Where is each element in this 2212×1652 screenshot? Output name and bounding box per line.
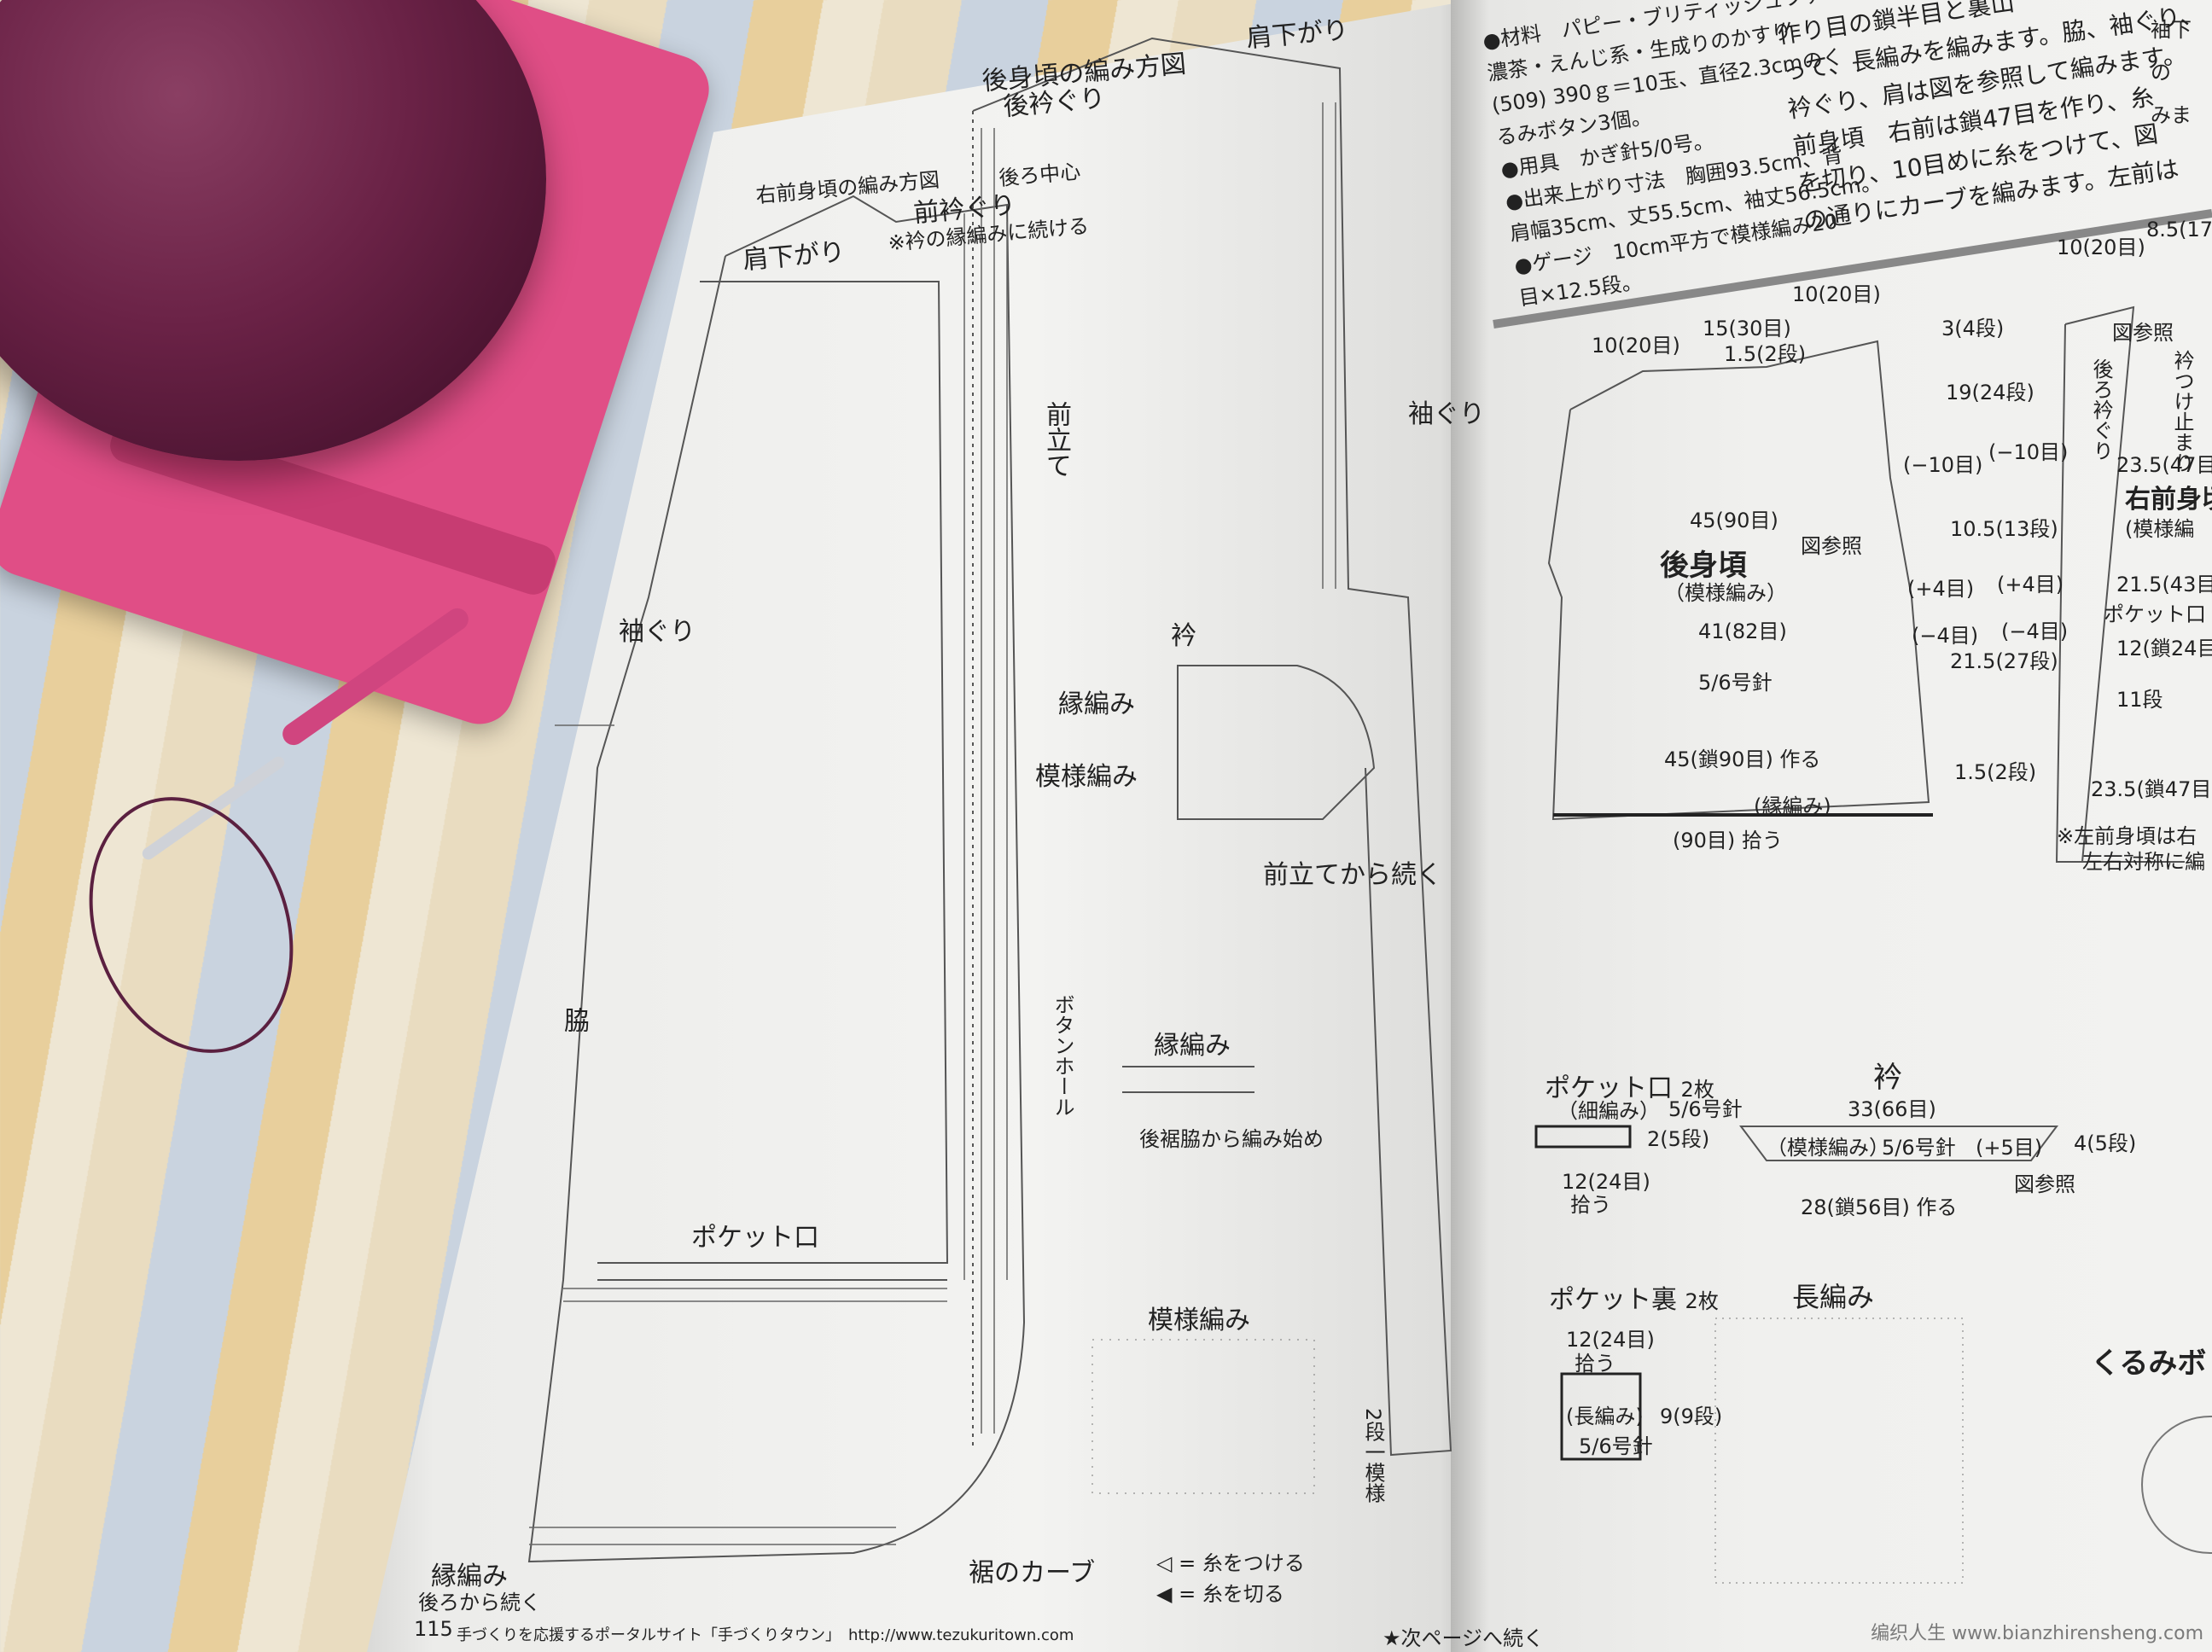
rf-11-rows: 11段 <box>2116 688 2163 712</box>
collar-hook: 5/6号針 <box>1882 1136 1956 1160</box>
rf-back-neck: 後ろ衿ぐり <box>2089 358 2113 461</box>
dim-3-4: 3(4段) <box>1941 317 2005 340</box>
watermark: 编织人生 www.bianzhirensheng.com <box>1871 1623 2203 1644</box>
page-number: 115 <box>414 1617 453 1641</box>
pocket-back-hook: 5/6号針 <box>1579 1434 1653 1458</box>
minus-4-right: (−4目) <box>2001 620 2069 643</box>
pocket-back-text: ポケット裏 <box>1549 1285 1677 1315</box>
collar-stitch: （模様編み） <box>1767 1136 1889 1160</box>
minus-4-left: (−4目) <box>1912 624 1979 648</box>
pocket-count: 2枚 <box>1680 1078 1714 1102</box>
collar-label: 衿 <box>1171 621 1196 651</box>
pocket-back-9: 9(9段) <box>1660 1405 1723 1428</box>
side-label: 脇 <box>559 1007 589 1032</box>
pocket-hook: 5/6号針 <box>1668 1097 1743 1121</box>
pocket-stitch: （細編み） <box>1557 1099 1660 1123</box>
dim-41-82: 41(82目) <box>1698 620 1787 643</box>
back-hook-size: 5/6号針 <box>1698 671 1773 695</box>
back-bottom-edge: (縁編み) <box>1754 794 1831 818</box>
pocket-back-12: 12(24目) <box>1566 1328 1655 1352</box>
rf-23-5-chain: 23.5(鎖47目 <box>2091 777 2212 801</box>
button-hole-label: ボタンホール <box>1051 994 1074 1117</box>
collar-33-66: 33(66目) <box>1848 1097 1936 1121</box>
dim-1-5-2: 1.5(2段) <box>1724 342 1807 366</box>
dim-15-30: 15(30目) <box>1703 317 1791 340</box>
pocket-back-pick: 拾う <box>1575 1352 1615 1376</box>
dim-90-pick: (90目) 拾う <box>1673 829 1783 852</box>
continue-note: 前立てから続く <box>1263 860 1442 890</box>
pocket-opening-label: ポケット口 <box>691 1223 819 1253</box>
minus-10-right: (−10目) <box>1988 440 2069 464</box>
rf-21-5: 21.5(43目 <box>2116 573 2212 596</box>
dim-45-chain: 45(鎖90目) 作る <box>1664 747 1821 771</box>
edge-stitch-sample-title: 縁編み <box>1154 1031 1231 1061</box>
bottom-edge-note: 後ろから続く <box>418 1591 541 1614</box>
rf-see-diagram: 図参照 <box>2112 321 2174 345</box>
edge-sample-note: 後裾脇から編み始め <box>1139 1127 1324 1151</box>
double-crochet-title: 長編み <box>1792 1281 1875 1313</box>
collar-28-56: 28(鎖56目) 作る <box>1801 1195 1958 1219</box>
plus-4-left: (+4目) <box>1907 577 1975 601</box>
dim-45-90: 45(90目) <box>1690 509 1778 532</box>
legend-cut: ◀ = 糸を切る <box>1156 1582 1284 1606</box>
collar-plus5: (+5目) <box>1976 1136 2043 1160</box>
dim-21-5-27: 21.5(27段) <box>1950 649 2058 673</box>
right-front-stitch: (模様編 <box>2125 517 2195 541</box>
pocket-back-stitch: (長編み) <box>1566 1405 1644 1428</box>
dim-10-20-left: 10(20目) <box>1592 334 1680 358</box>
pocket-12-24: 12(24目) <box>1562 1170 1650 1194</box>
top-right-text-2: の <box>2151 61 2171 84</box>
legend-join: ◁ = 糸をつける <box>1156 1551 1305 1575</box>
armhole-right-label: 袖ぐり <box>1408 399 1485 429</box>
collar-title: 衿 <box>1873 1061 1902 1095</box>
dim-10-20-right: 10(20目) <box>1792 282 1881 306</box>
footer-text: 手づくりを応援するポータルサイト「手づくりタウン」 http://www.tez… <box>457 1626 1074 1644</box>
pocket-pick: 拾う <box>1570 1193 1611 1217</box>
collar-edge-stitch-label: 縁編み <box>1058 689 1135 719</box>
pocket-back-title: ポケット裏 2枚 <box>1549 1278 1719 1316</box>
pattern-repeat-note: 2段一模様 <box>1361 1408 1385 1504</box>
collar-see: 図参照 <box>2014 1172 2075 1196</box>
rf-23-5: 23.5(47目 <box>2116 453 2212 477</box>
pocket-opening-title: ポケット口 2枚 <box>1545 1067 1714 1104</box>
front-band-label: 前立て <box>1041 401 1071 478</box>
symmetric-note-1: ※左前身頃は右 <box>2057 824 2197 848</box>
symmetric-note-2: 左右対称に編 <box>2082 850 2205 874</box>
plus-4-right: (+4目) <box>1997 573 2064 596</box>
bottom-edge-label: 縁編み <box>431 1562 508 1591</box>
back-body-stitch: （模様編み） <box>1664 581 1787 605</box>
pocket-back-count: 2枚 <box>1685 1289 1719 1313</box>
collar-pattern-stitch-label: 模様編み <box>1035 762 1138 792</box>
top-dim-8-5: 8.5(17 <box>2146 218 2212 241</box>
top-right-text-1: 袖下 <box>2151 18 2192 42</box>
rf-collar-stop: 衿つけ止まり <box>2170 350 2194 473</box>
dim-1-5-2-bottom: 1.5(2段) <box>1954 760 2037 784</box>
dim-19-24: 19(24段) <box>1946 381 2034 404</box>
collar-4-5: 4(5段) <box>2074 1131 2137 1155</box>
armhole-left-label: 袖ぐり <box>619 617 696 647</box>
back-body-title: 後身頃 <box>1660 549 1747 583</box>
rf-12: 12(鎖24目 <box>2116 637 2212 660</box>
top-right-text-3: みま <box>2151 103 2192 127</box>
right-front-title: 右前身頃 <box>2125 485 2212 515</box>
legend-join-text: = 糸をつける <box>1179 1551 1305 1575</box>
dim-10-5-13: 10.5(13段) <box>1950 517 2058 541</box>
minus-10-left: (−10目) <box>1903 453 1983 477</box>
pattern-sample-title: 模様編み <box>1148 1306 1250 1335</box>
top-dim-10: 10(20目) <box>2057 236 2145 259</box>
pocket-2-5: 2(5段) <box>1647 1127 1710 1151</box>
rf-pocket-mouth: ポケット口 <box>2104 602 2206 626</box>
pocket-opening-text: ポケット口 <box>1545 1073 1673 1103</box>
next-page-note: ★次ページへ続く <box>1382 1626 1545 1650</box>
bottom-curve-label: 裾のカーブ <box>969 1558 1096 1588</box>
legend-cut-text: = 糸を切る <box>1179 1582 1284 1606</box>
back-body-see: 図参照 <box>1801 534 1862 558</box>
kurumi-button-title: くるみボ <box>2091 1347 2207 1381</box>
